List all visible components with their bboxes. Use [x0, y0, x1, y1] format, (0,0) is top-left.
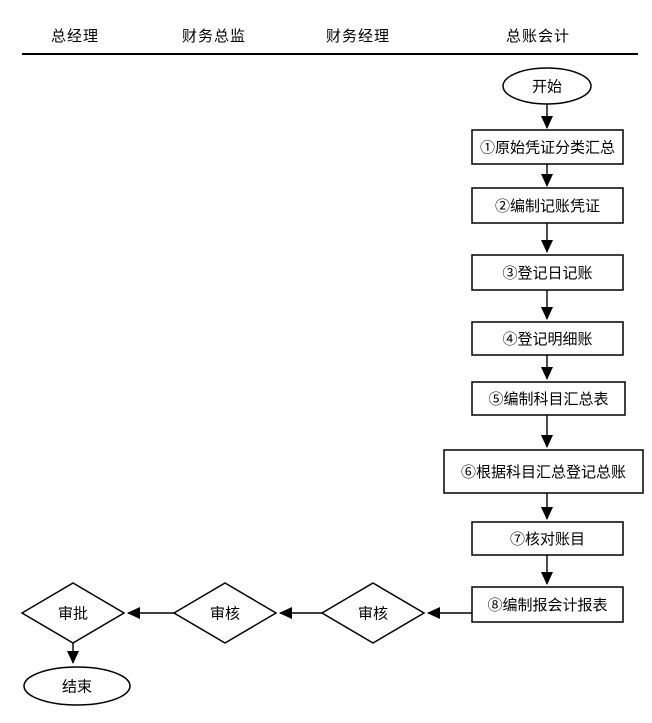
- step5-label: ⑤编制科目汇总表: [488, 390, 608, 408]
- end-terminator-shape: [23, 666, 131, 706]
- approve-label: 审批: [58, 604, 88, 622]
- node-step-4: ④登记明细账: [471, 321, 624, 356]
- node-approve-general-manager: 审批: [20, 582, 126, 644]
- flow-edges: [67, 104, 553, 664]
- lane-label-finance-manager: 财务经理: [326, 27, 390, 45]
- node-review-finance-director: 审核: [172, 582, 278, 644]
- step1-process-shape: [471, 129, 624, 165]
- step8-label: ⑧编制报会计报表: [487, 596, 607, 614]
- review2-label: 审核: [210, 604, 240, 622]
- node-start: 开始: [502, 67, 592, 105]
- step3-process-shape: [471, 254, 624, 291]
- lane-label-general-ledger-accountant: 总账会计: [506, 27, 570, 45]
- node-step-1: ①原始凭证分类汇总: [471, 129, 624, 165]
- step3-label: ③登记日记账: [502, 264, 592, 282]
- step4-process-shape: [471, 321, 624, 356]
- node-step-8: ⑧编制报会计报表: [471, 586, 624, 623]
- step6-label: ⑥根据科目汇总登记总账: [461, 463, 626, 481]
- review1-label: 审核: [358, 604, 388, 622]
- lane-label-finance-director: 财务总监: [182, 27, 246, 45]
- node-review-finance-manager: 审核: [320, 582, 426, 644]
- end-label: 结束: [62, 677, 92, 695]
- step5-process-shape: [471, 381, 626, 416]
- node-step-7: ⑦核对账目: [471, 521, 624, 556]
- node-step-3: ③登记日记账: [471, 254, 624, 291]
- review2-decision-shape: [172, 582, 278, 644]
- review1-decision-shape: [320, 582, 426, 644]
- node-end: 结束: [23, 666, 131, 706]
- step2-label: ②编制记账凭证: [495, 197, 600, 215]
- approve-decision-shape: [20, 582, 126, 644]
- step4-label: ④登记明细账: [502, 330, 592, 348]
- step8-process-shape: [471, 586, 624, 623]
- start-label: 开始: [532, 77, 562, 95]
- step6-process-shape: [443, 449, 644, 494]
- lane-header: 总经理 财务总监 财务经理 总账会计: [22, 27, 638, 55]
- node-step-2: ②编制记账凭证: [471, 187, 624, 224]
- step7-label: ⑦核对账目: [510, 530, 585, 548]
- node-step-6: ⑥根据科目汇总登记总账: [443, 449, 644, 494]
- start-terminator-shape: [502, 67, 592, 105]
- step7-process-shape: [471, 521, 624, 556]
- node-step-5: ⑤编制科目汇总表: [471, 381, 626, 416]
- step2-process-shape: [471, 187, 624, 224]
- lane-label-general-manager: 总经理: [51, 27, 99, 45]
- step1-label: ①原始凭证分类汇总: [480, 138, 615, 156]
